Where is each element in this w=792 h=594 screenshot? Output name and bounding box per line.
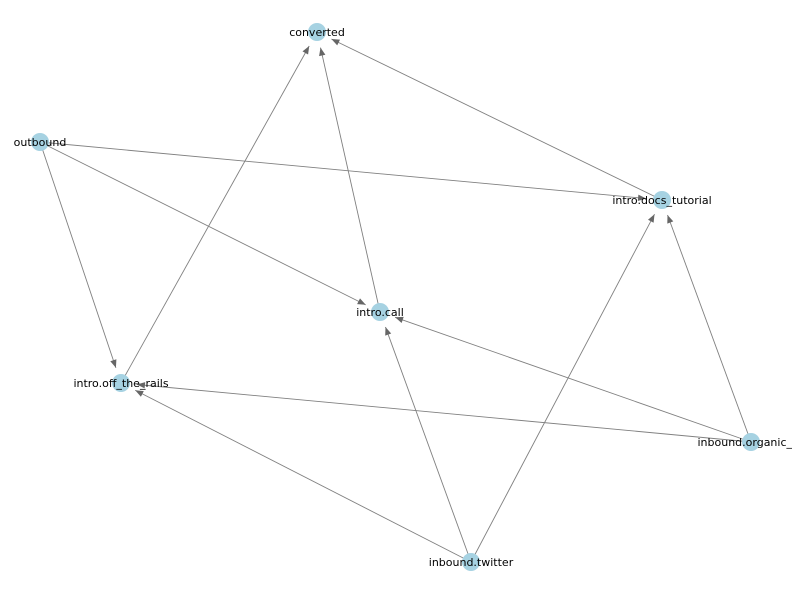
node-label-intro_off_the_rails: intro.off_the_rails bbox=[73, 377, 168, 390]
edge-intro_call-to-converted bbox=[320, 47, 381, 313]
node-label-intro_call: intro.call bbox=[356, 306, 404, 319]
arrowhead-inbound_twitter-to-intro_off_the_rails bbox=[135, 390, 144, 397]
node-intro_call bbox=[371, 303, 389, 321]
arrowhead-inbound_organic_search-to-intro_off_the_rails bbox=[136, 382, 146, 389]
arrowhead-outbound-to-intro_call bbox=[357, 298, 366, 305]
edge-outbound-to-intro_call bbox=[39, 141, 366, 306]
labels-layer: converted outbound intro.docs_tutorialintr… bbox=[14, 26, 792, 569]
node-label-intro_docs_tutorial: intro.docs_tutorial bbox=[612, 194, 711, 207]
arrowhead-inbound_twitter-to-intro_call bbox=[385, 327, 392, 336]
edge-inbound_twitter-to-intro_docs_tutorial bbox=[470, 213, 655, 563]
arrowhead-inbound_twitter-to-intro_docs_tutorial bbox=[648, 214, 655, 223]
node-converted bbox=[308, 23, 326, 41]
node-label-outbound: outbound bbox=[14, 136, 67, 149]
arrowhead-inbound_organic_search-to-intro_docs_tutorial bbox=[667, 215, 674, 224]
arrowhead-intro_call-to-converted bbox=[319, 47, 326, 57]
arrowhead-outbound-to-intro_off_the_rails bbox=[110, 359, 117, 368]
node-outbound bbox=[31, 133, 49, 151]
edge-outbound-to-intro_docs_tutorial bbox=[39, 141, 647, 199]
arrowhead-intro_off_the_rails-to-converted bbox=[302, 46, 310, 55]
node-intro_docs_tutorial bbox=[653, 191, 671, 209]
edge-intro_docs_tutorial-to-converted bbox=[331, 38, 663, 201]
nodes-layer bbox=[31, 23, 760, 571]
edge-intro_off_the_rails-to-converted bbox=[120, 45, 310, 384]
edges-layer bbox=[39, 38, 752, 563]
node-intro_off_the_rails bbox=[112, 374, 130, 392]
arrowhead-inbound_organic_search-to-intro_call bbox=[395, 316, 404, 323]
edge-inbound_organic_search-to-intro_off_the_rails bbox=[136, 384, 752, 443]
edge-inbound_organic_search-to-intro_docs_tutorial bbox=[667, 214, 752, 443]
edge-inbound_twitter-to-intro_off_the_rails bbox=[135, 389, 472, 563]
edge-inbound_twitter-to-intro_call bbox=[385, 326, 472, 563]
arrowhead-intro_docs_tutorial-to-converted bbox=[331, 39, 340, 46]
node-label-inbound_twitter: inbound.twitter bbox=[429, 556, 514, 569]
node-inbound_twitter bbox=[462, 553, 480, 571]
edge-inbound_organic_search-to-intro_call bbox=[394, 316, 752, 443]
node-label-inbound_organic_search: inbound.organic_se bbox=[697, 436, 792, 449]
edge-outbound-to-intro_off_the_rails bbox=[39, 141, 117, 368]
node-inbound_organic_search bbox=[742, 433, 760, 451]
arrowhead-outbound-to-intro_docs_tutorial bbox=[637, 194, 647, 201]
node-label-converted: converted bbox=[289, 26, 345, 39]
